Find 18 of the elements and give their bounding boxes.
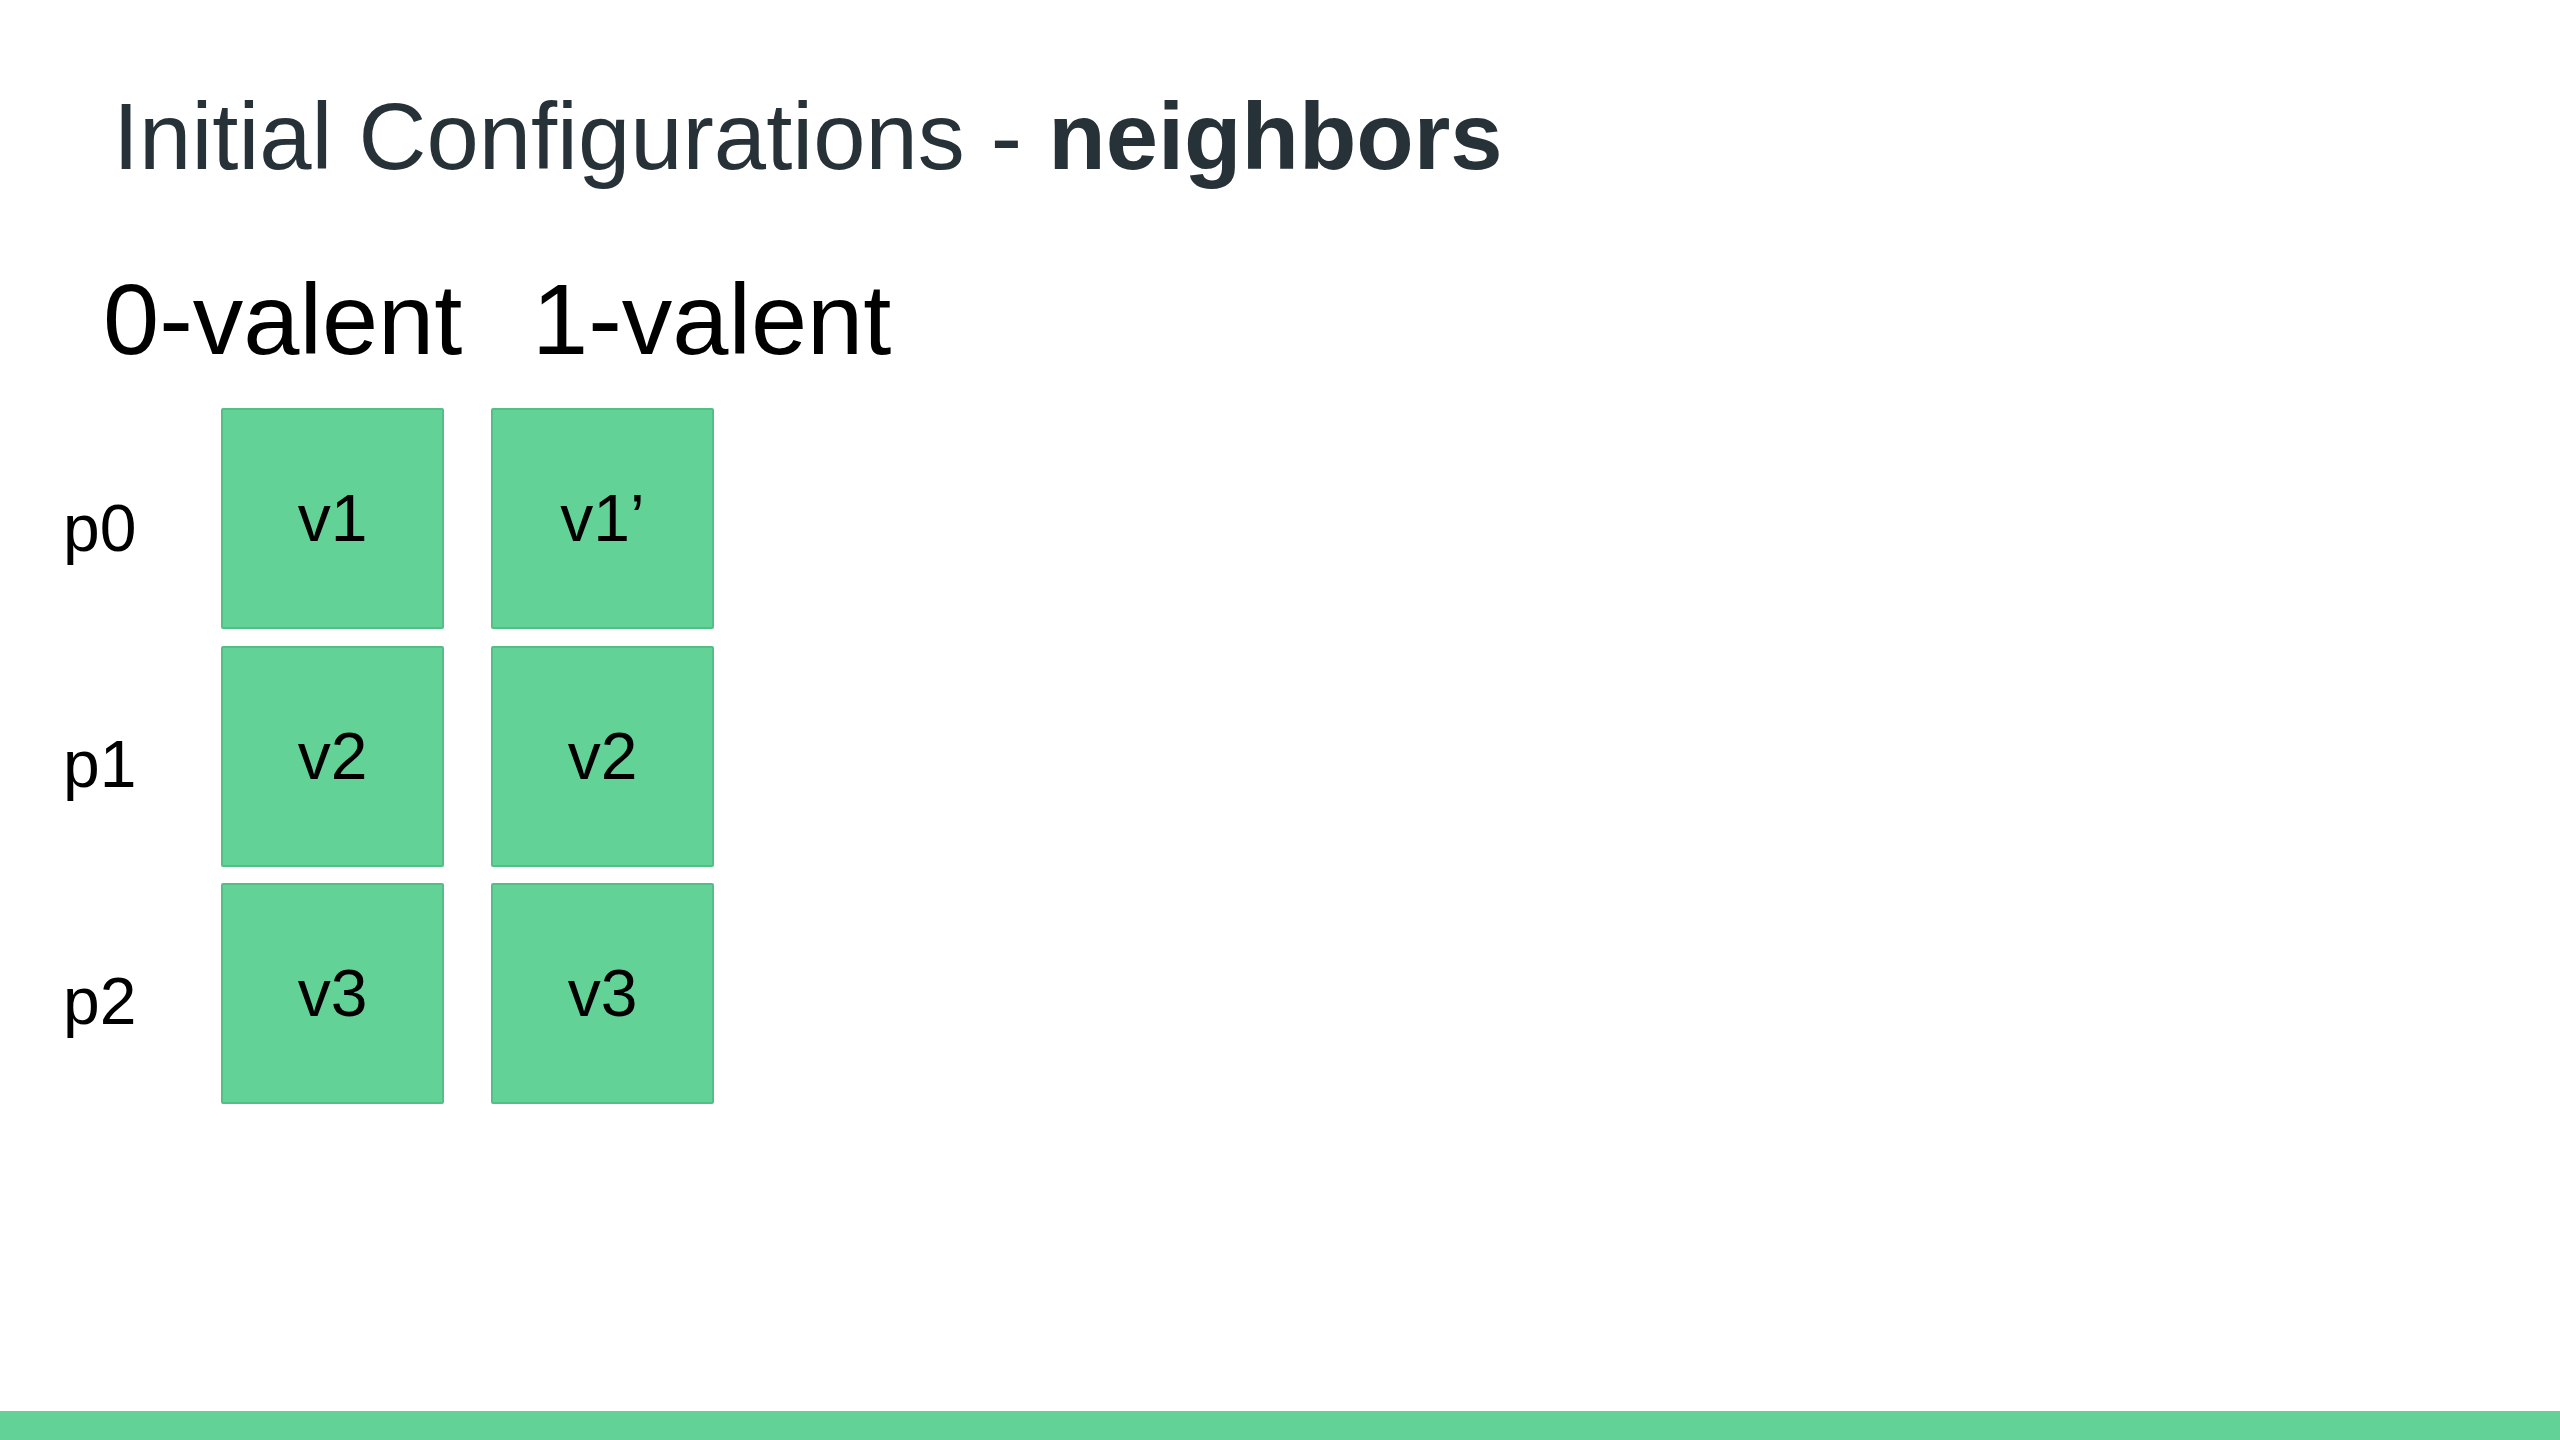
value-box bbox=[221, 646, 444, 867]
value-box bbox=[491, 408, 714, 629]
row-label: p1 bbox=[63, 726, 137, 803]
value-text: v3 bbox=[297, 955, 368, 1033]
value-text: v1’ bbox=[560, 480, 645, 558]
value-text: v3 bbox=[567, 955, 638, 1033]
value-box bbox=[491, 646, 714, 867]
slide-title: Initial Configurations - neighbors bbox=[113, 83, 1503, 191]
column-header: 0-valent bbox=[103, 262, 463, 377]
row-label: p2 bbox=[63, 963, 137, 1040]
value-text: v2 bbox=[297, 718, 368, 796]
value-text: v1 bbox=[297, 480, 368, 558]
value-box bbox=[221, 883, 444, 1104]
value-box bbox=[491, 883, 714, 1104]
value-text: v2 bbox=[567, 718, 638, 796]
value-box bbox=[221, 408, 444, 629]
column-header: 1-valent bbox=[532, 262, 892, 377]
row-label: p0 bbox=[63, 490, 137, 567]
